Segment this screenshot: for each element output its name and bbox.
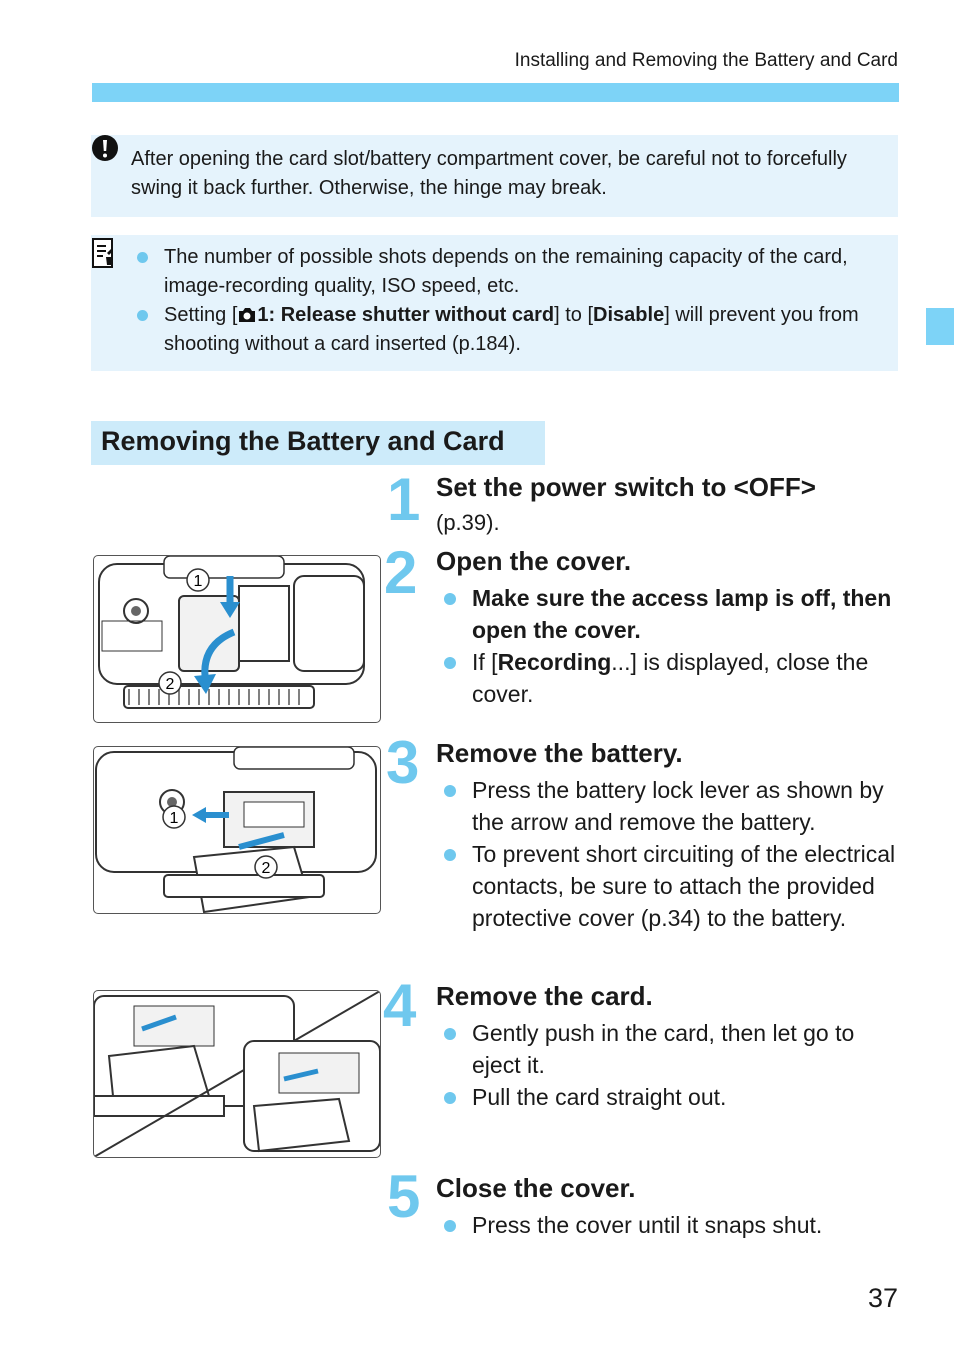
remove-battery-illustration: 1 2 xyxy=(93,746,381,914)
list-item: Press the cover until it snaps shut. xyxy=(436,1209,906,1241)
list-item: Pull the card straight out. xyxy=(436,1081,906,1113)
step-title: Set the power switch to <OFF> xyxy=(436,472,816,502)
step-list: Gently push in the card, then let go to … xyxy=(436,1017,906,1113)
caution-text: After opening the card slot/battery comp… xyxy=(131,148,847,199)
step-list: Press the cover until it snaps shut. xyxy=(436,1209,906,1241)
bullet-icon xyxy=(137,310,148,321)
bullet-icon xyxy=(444,657,456,669)
list-item: Make sure the access lamp is off, then o… xyxy=(436,582,906,646)
note-list: The number of possible shots depends on … xyxy=(135,243,885,359)
shooting-tab-icon xyxy=(239,308,256,322)
bullet-icon xyxy=(444,785,456,797)
list-item: Gently push in the card, then let go to … xyxy=(436,1017,906,1081)
header-bar xyxy=(92,83,899,102)
page-number: 37 xyxy=(867,1283,898,1313)
callout-2: 2 xyxy=(166,676,175,693)
callout-1: 1 xyxy=(170,810,179,827)
chapter-tab xyxy=(926,308,954,345)
list-item: If [Recording...] is displayed, close th… xyxy=(436,646,906,710)
caution-box: After opening the card slot/battery comp… xyxy=(91,135,898,217)
step-title: Open the cover. xyxy=(436,546,632,576)
open-cover-illustration: 1 2 xyxy=(93,555,381,723)
step-number: 5 xyxy=(387,1163,421,1230)
note-item: Setting [1: Release shutter without card… xyxy=(135,301,885,359)
step-title: Remove the battery. xyxy=(436,738,683,768)
step-reference: (p.39). xyxy=(436,510,500,535)
bullet-icon xyxy=(444,1220,456,1232)
bullet-icon xyxy=(137,252,148,263)
list-item: Press the battery lock lever as shown by… xyxy=(436,774,906,838)
step-number: 2 xyxy=(384,539,418,606)
note-box: The number of possible shots depends on … xyxy=(91,235,898,371)
step-number: 4 xyxy=(383,972,417,1039)
bullet-icon xyxy=(444,1028,456,1040)
note-icon xyxy=(92,238,113,268)
section-heading: Removing the Battery and Card xyxy=(91,421,545,465)
step-number: 3 xyxy=(386,729,420,796)
step-number: 1 xyxy=(387,466,421,533)
bullet-icon xyxy=(444,593,456,605)
bullet-icon xyxy=(444,1092,456,1104)
running-title: Installing and Removing the Battery and … xyxy=(514,50,898,71)
remove-card-illustration xyxy=(93,990,381,1158)
step-list: Press the battery lock lever as shown by… xyxy=(436,774,906,934)
step-title: Remove the card. xyxy=(436,981,653,1011)
callout-1: 1 xyxy=(194,573,203,590)
note-item: The number of possible shots depends on … xyxy=(135,243,885,301)
step-title: Close the cover. xyxy=(436,1173,636,1203)
list-item: To prevent short circuiting of the elect… xyxy=(436,838,906,934)
bullet-icon xyxy=(444,849,456,861)
step-list: Make sure the access lamp is off, then o… xyxy=(436,582,906,710)
caution-icon xyxy=(92,135,118,161)
callout-2: 2 xyxy=(262,860,271,877)
